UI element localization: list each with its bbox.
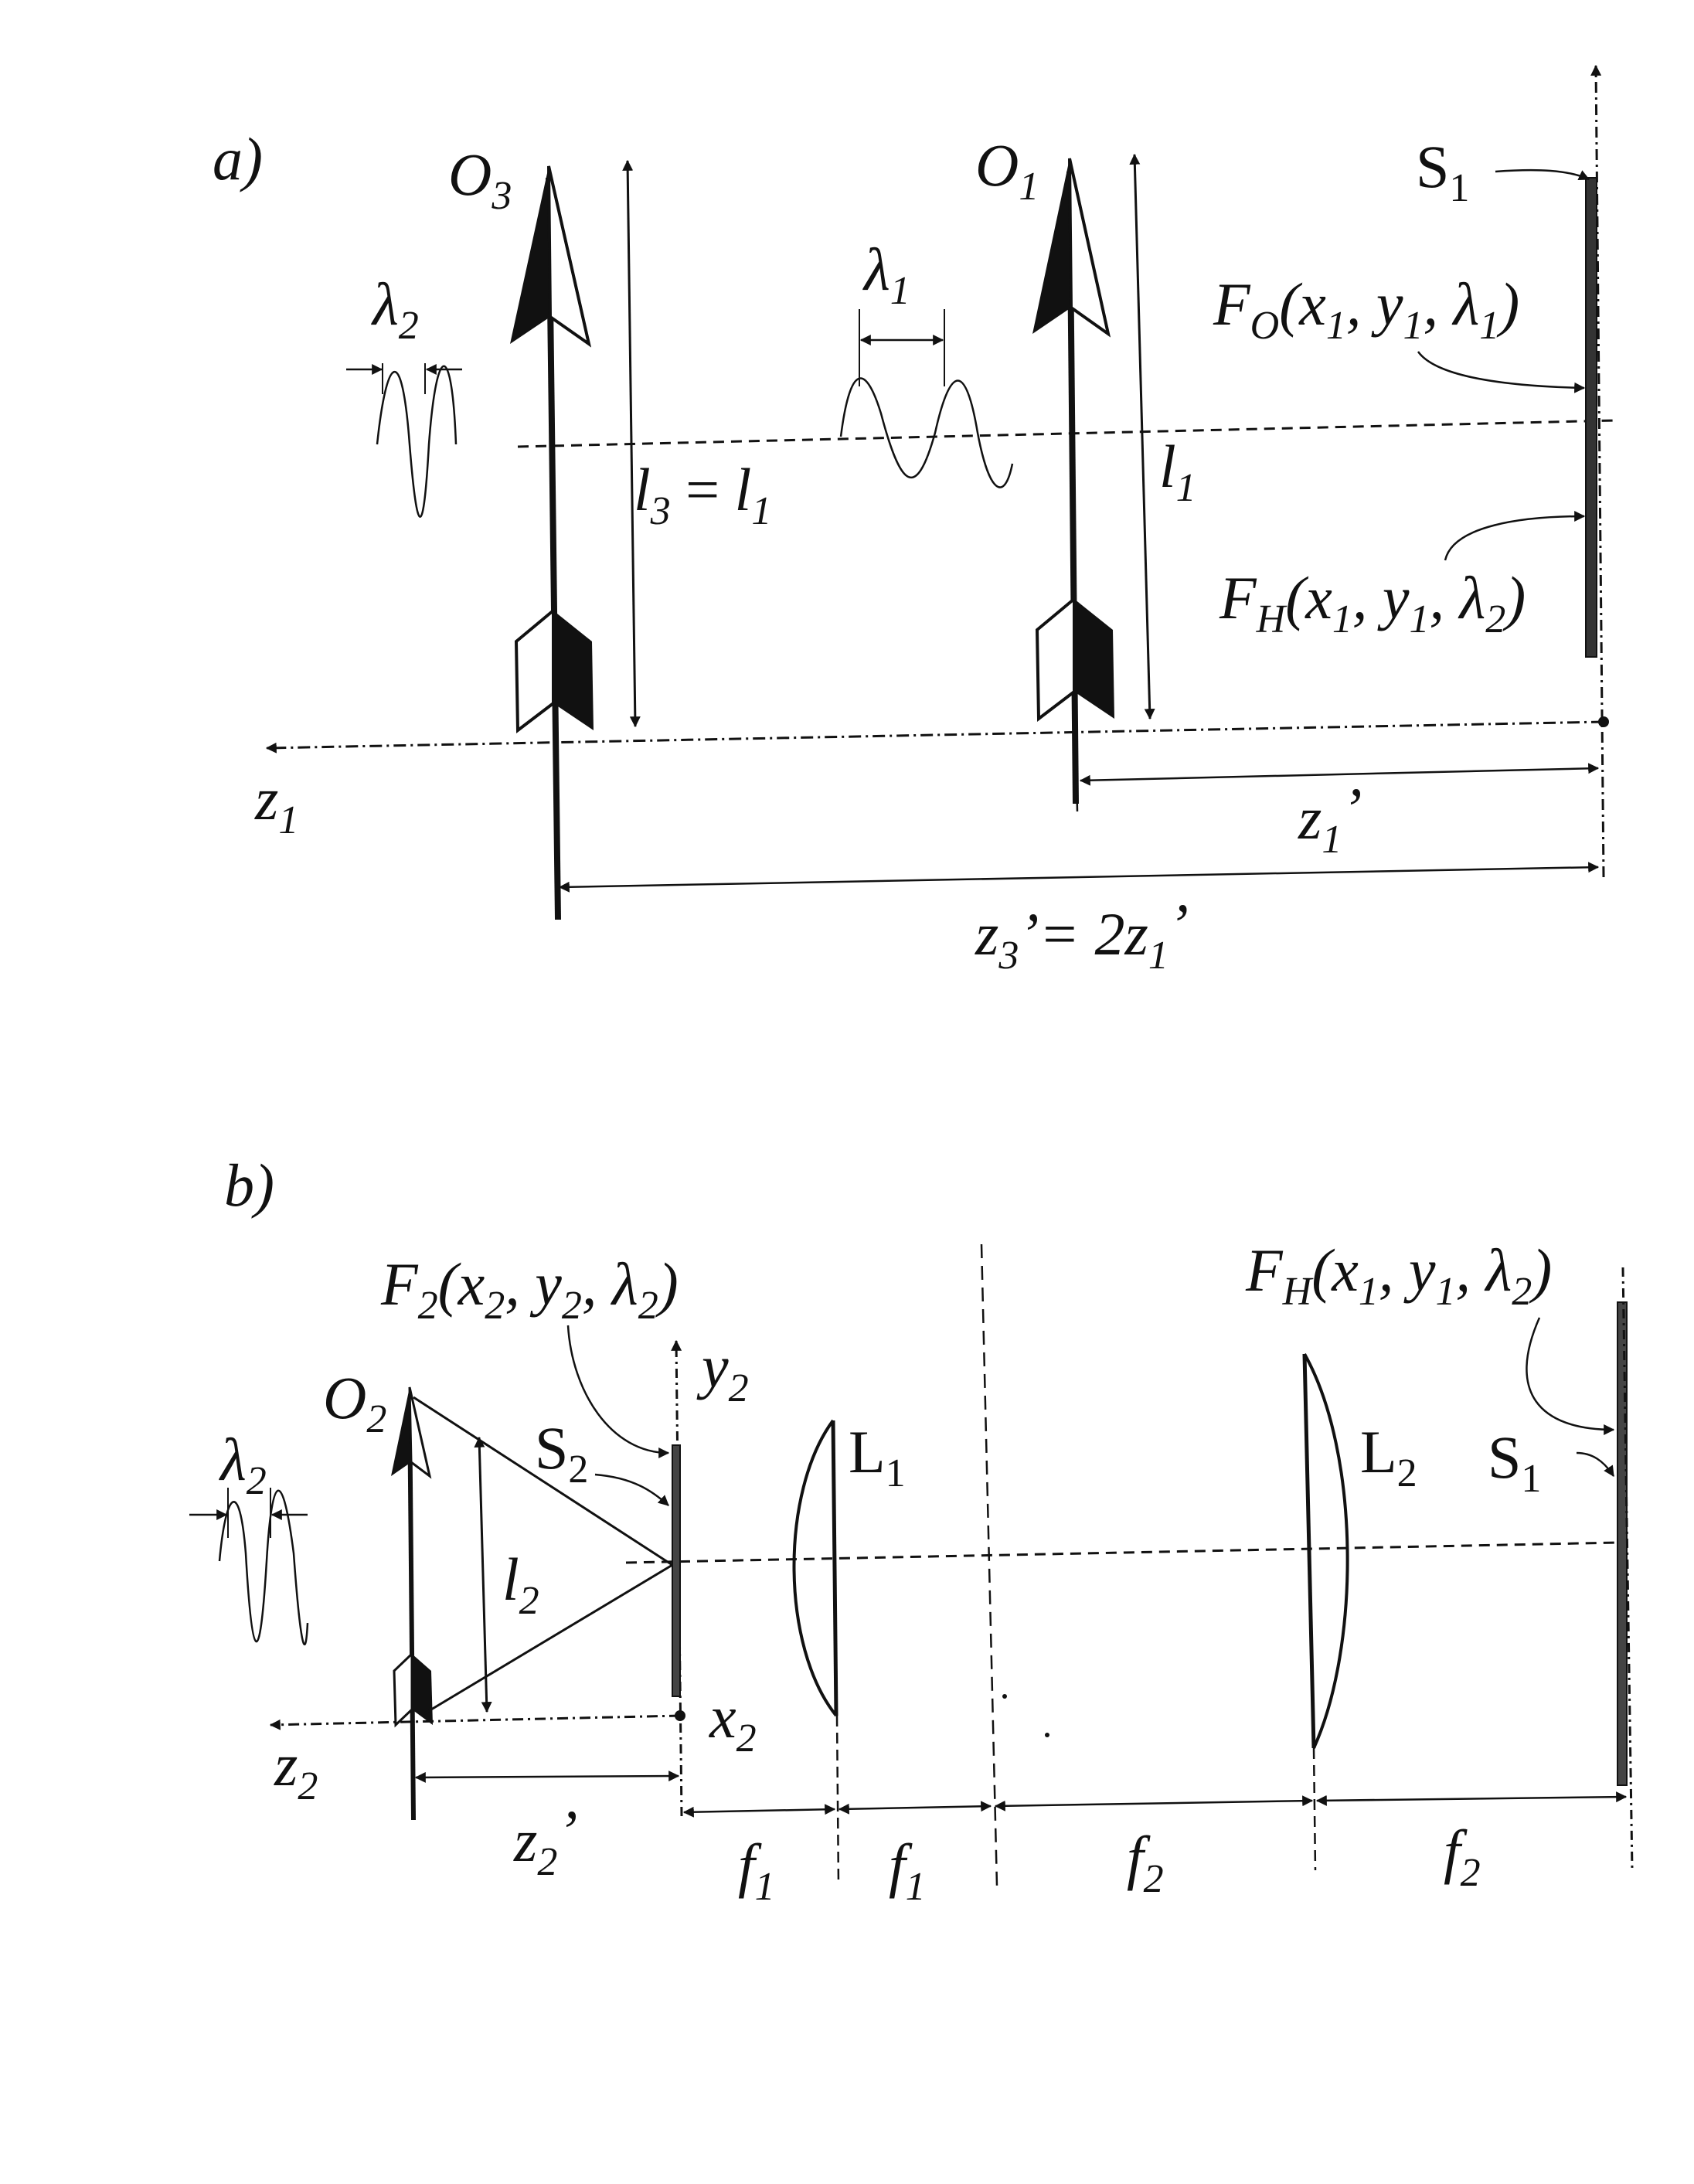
lens-l2 xyxy=(1302,1353,1349,1749)
fh-b-leader xyxy=(1526,1317,1615,1435)
label-o3: O3 xyxy=(448,141,512,218)
panel-b-label: b) xyxy=(224,1152,274,1219)
label-lambda1: λ1 xyxy=(862,236,910,313)
z1-prime-dimension xyxy=(1079,763,1600,786)
object-o2-arrow xyxy=(391,1386,433,1821)
focal-plane-l2-dashed xyxy=(1312,1747,1317,1871)
label-o1: O1 xyxy=(975,131,1039,209)
panel-b-optical-axis xyxy=(625,1541,1620,1564)
label-l3-eq-l1: l3 = l1 xyxy=(634,456,771,533)
panel-a-axis-origin-dot xyxy=(1598,716,1609,727)
focal-plane-l1-dashed xyxy=(835,1715,840,1886)
panel-b-lambda2-wave xyxy=(218,1489,309,1646)
object-o3-arrow xyxy=(510,165,594,920)
label-lambda2-b: λ2 xyxy=(219,1426,267,1503)
s1-b-leader xyxy=(1576,1451,1615,1477)
panel-b-z2-axis xyxy=(269,1714,681,1730)
ray-top xyxy=(413,1396,673,1567)
panel-b: b) xyxy=(189,1152,1634,1909)
z2-prime-dimension xyxy=(414,1771,680,1783)
label-fh-b: FH(x1, y1, λ2) xyxy=(1245,1237,1552,1314)
label-f2a: f2 xyxy=(1127,1824,1164,1901)
label-l1: l1 xyxy=(1159,433,1196,510)
label-lens-l1: L1 xyxy=(849,1418,906,1495)
label-z3-prime: z3’= 2z1’ xyxy=(975,891,1189,978)
label-f2: F2(x2, y2, λ2) xyxy=(380,1250,679,1328)
f1a-dimension xyxy=(682,1804,836,1818)
panel-a: a) xyxy=(213,64,1616,978)
label-f2b: f2 xyxy=(1444,1818,1481,1895)
s1-leader xyxy=(1495,168,1590,181)
o1-dimension-tick xyxy=(1074,741,1079,812)
label-o2: O2 xyxy=(323,1364,386,1441)
label-fh: FH(x1, y1, λ2) xyxy=(1219,564,1526,641)
label-f1b: f1 xyxy=(889,1832,926,1909)
label-x2: x2 xyxy=(709,1683,757,1760)
z3-prime-dimension xyxy=(558,862,1600,893)
lens-l1 xyxy=(792,1419,838,1717)
panel-a-z1-axis xyxy=(265,720,1604,754)
f1b-dimension xyxy=(838,1801,992,1815)
stray-dot-1 xyxy=(1002,1694,1007,1699)
label-f1a: f1 xyxy=(738,1832,775,1909)
object-o1-arrow xyxy=(1032,158,1114,805)
panel-b-screen-axis xyxy=(1621,1267,1634,1871)
stray-dot-2 xyxy=(1045,1733,1049,1737)
f2b-dimension xyxy=(1315,1791,1628,1806)
label-lambda2: λ2 xyxy=(371,270,419,348)
label-fo: FO(x1, y1, λ1) xyxy=(1213,270,1519,348)
panel-a-label: a) xyxy=(213,125,263,192)
l2-double-arrow xyxy=(474,1436,492,1713)
f2-leader xyxy=(566,1325,670,1458)
panel-a-lambda1-wave xyxy=(839,377,1014,488)
screen-s1-bar xyxy=(1585,177,1597,658)
label-l2: l2 xyxy=(502,1546,539,1623)
label-s1: S1 xyxy=(1416,133,1469,210)
screen-s2-bar xyxy=(672,1444,681,1697)
label-z2: z2 xyxy=(274,1731,318,1808)
fh-leader xyxy=(1444,511,1586,561)
l3-double-arrow xyxy=(622,159,641,728)
fo-leader xyxy=(1417,351,1586,393)
fourier-plane-dashed xyxy=(980,1243,998,1886)
label-s2: S2 xyxy=(535,1414,588,1492)
panel-b-axis-origin-dot xyxy=(675,1710,685,1721)
label-z2-prime: z2’ xyxy=(513,1798,577,1884)
label-z1: z1 xyxy=(254,765,298,842)
label-s1-b: S1 xyxy=(1488,1424,1541,1501)
label-lens-l2: L2 xyxy=(1360,1418,1417,1495)
l1-double-arrow xyxy=(1129,153,1155,720)
panel-a-lambda2-wave xyxy=(376,365,458,518)
label-y2: y2 xyxy=(696,1333,749,1410)
f2a-dimension xyxy=(994,1795,1314,1811)
ray-bottom xyxy=(423,1563,673,1716)
panel-a-optical-axis xyxy=(517,419,1616,448)
label-z1-prime: z1’ xyxy=(1298,775,1362,862)
s2-leader xyxy=(594,1473,669,1506)
